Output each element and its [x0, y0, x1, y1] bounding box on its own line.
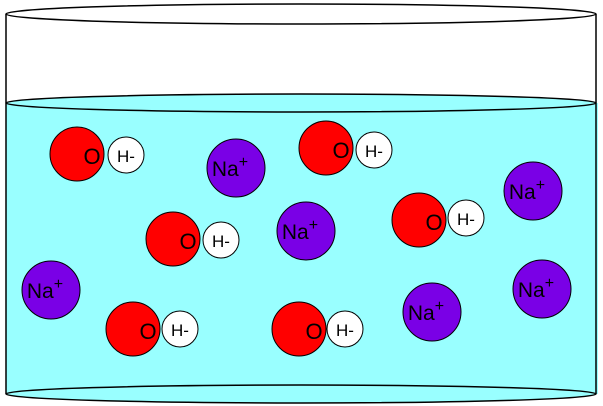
- beaker-bottom: [5, 384, 597, 404]
- oxygen-atom: [105, 301, 161, 357]
- sodium-charge: +: [309, 217, 318, 234]
- sodium-charge: +: [239, 154, 248, 171]
- sodium-ion: Na+: [512, 259, 572, 319]
- hydrogen-label: H-: [336, 321, 354, 340]
- hydrogen-atom: [355, 131, 393, 169]
- hydrogen-label: H-: [457, 210, 475, 229]
- sodium-charge: +: [545, 275, 554, 292]
- sodium-ion: Na+: [206, 138, 266, 198]
- oxygen-atom: [271, 301, 327, 357]
- hydrogen-atom: [107, 136, 145, 174]
- sodium-charge: +: [536, 177, 545, 194]
- sodium-label: Na+: [212, 154, 248, 181]
- oxygen-label: O: [332, 138, 349, 163]
- oxygen-label: O: [425, 210, 442, 235]
- sodium-label: Na+: [27, 276, 63, 303]
- sodium-atom: [21, 260, 81, 320]
- sodium-atom: [503, 161, 563, 221]
- oxygen-label: O: [83, 144, 100, 169]
- hydrogen-label: H-: [212, 232, 230, 251]
- sodium-charge: +: [435, 298, 444, 315]
- sodium-ion: Na+: [402, 282, 462, 342]
- hydrogen-atom: [326, 310, 364, 348]
- liquid-surface: [5, 93, 597, 113]
- sodium-label: Na+: [282, 217, 318, 244]
- oxygen-label: O: [139, 319, 156, 344]
- hydroxide-ion: O H-: [49, 126, 145, 182]
- sodium-ion: Na+: [276, 201, 336, 261]
- hydroxide-ion: O H-: [271, 301, 364, 357]
- oxygen-atom: [49, 126, 105, 182]
- oxygen-atom: [145, 211, 201, 267]
- hydrogen-atom: [202, 221, 240, 259]
- hydrogen-label: H-: [171, 321, 189, 340]
- hydrogen-label: H-: [365, 142, 383, 161]
- sodium-label: Na+: [509, 177, 545, 204]
- beaker: [5, 3, 598, 404]
- hydroxide-ion: O H-: [145, 211, 240, 267]
- hydroxide-ion: O H-: [105, 301, 199, 357]
- sodium-atom: [402, 282, 462, 342]
- oxygen-label: O: [305, 319, 322, 344]
- oxygen-atom: [298, 120, 354, 176]
- sodium-atom: [206, 138, 266, 198]
- sodium-label: Na+: [408, 298, 444, 325]
- sodium-label: Na+: [518, 275, 554, 302]
- sodium-charge: +: [54, 276, 63, 293]
- hydrogen-atom: [447, 199, 485, 237]
- beaker-top-rim: [5, 3, 597, 25]
- sodium-ion: Na+: [21, 260, 81, 320]
- oxygen-atom: [391, 192, 447, 248]
- hydrogen-label: H-: [117, 147, 135, 166]
- hydrogen-atom: [161, 310, 199, 348]
- hydroxide-ion: O H-: [298, 120, 393, 176]
- sodium-ion: Na+: [503, 161, 563, 221]
- oxygen-label: O: [179, 229, 196, 254]
- hydroxide-ion: O H-: [391, 192, 485, 248]
- sodium-atom: [512, 259, 572, 319]
- sodium-atom: [276, 201, 336, 261]
